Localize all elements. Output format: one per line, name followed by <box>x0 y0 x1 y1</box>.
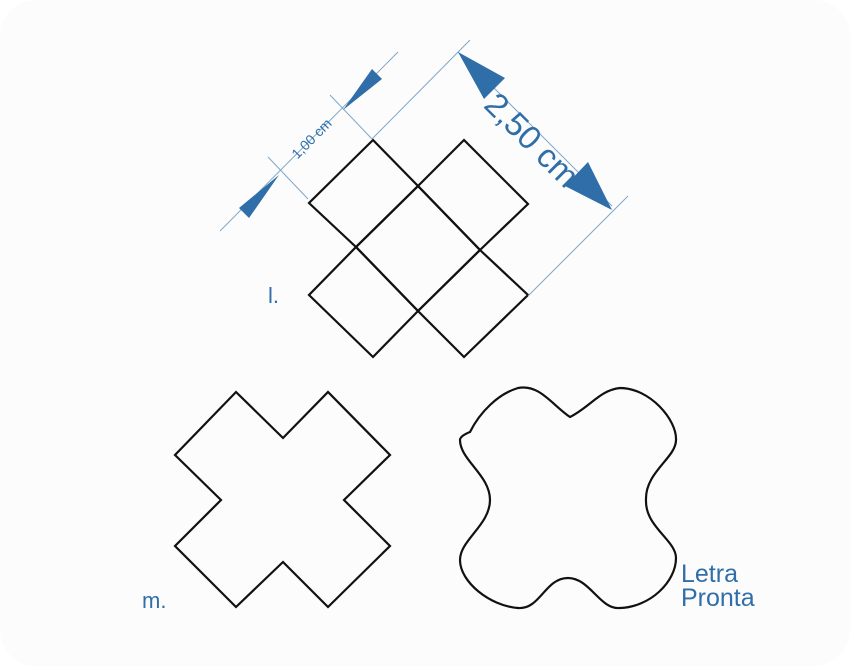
dim-small-ext-left <box>267 156 309 200</box>
dim-large-ext-top <box>371 39 471 140</box>
figure-label-m: m. <box>142 588 166 613</box>
figure-l <box>307 138 530 359</box>
square-bottom-right <box>416 248 530 359</box>
dim-small-ext-right <box>329 94 373 140</box>
square-top-left <box>307 138 420 249</box>
curved-cross-shape <box>458 386 678 610</box>
dim-large-arrow-top <box>458 52 505 99</box>
dim-large-label: 2,50 cm <box>478 85 587 194</box>
dim-large-arrow-bottom <box>565 162 612 210</box>
dim-small-label: 1,00 cm <box>288 115 335 162</box>
watermark-line-1: Letra <box>681 560 738 588</box>
watermark-line-2: Pronta <box>681 584 755 612</box>
dim-small-arrow-right-head <box>343 69 382 110</box>
dimension-large: 2,50 cm <box>371 39 629 297</box>
figure-label-l: l. <box>268 283 279 308</box>
dim-large-ext-bottom <box>527 195 629 297</box>
square-center <box>354 184 482 313</box>
square-bottom-left <box>307 245 420 359</box>
figure-m-polygon-cross <box>173 390 392 609</box>
square-top-right <box>416 138 530 252</box>
dim-small-arrow-left-head <box>239 175 279 218</box>
